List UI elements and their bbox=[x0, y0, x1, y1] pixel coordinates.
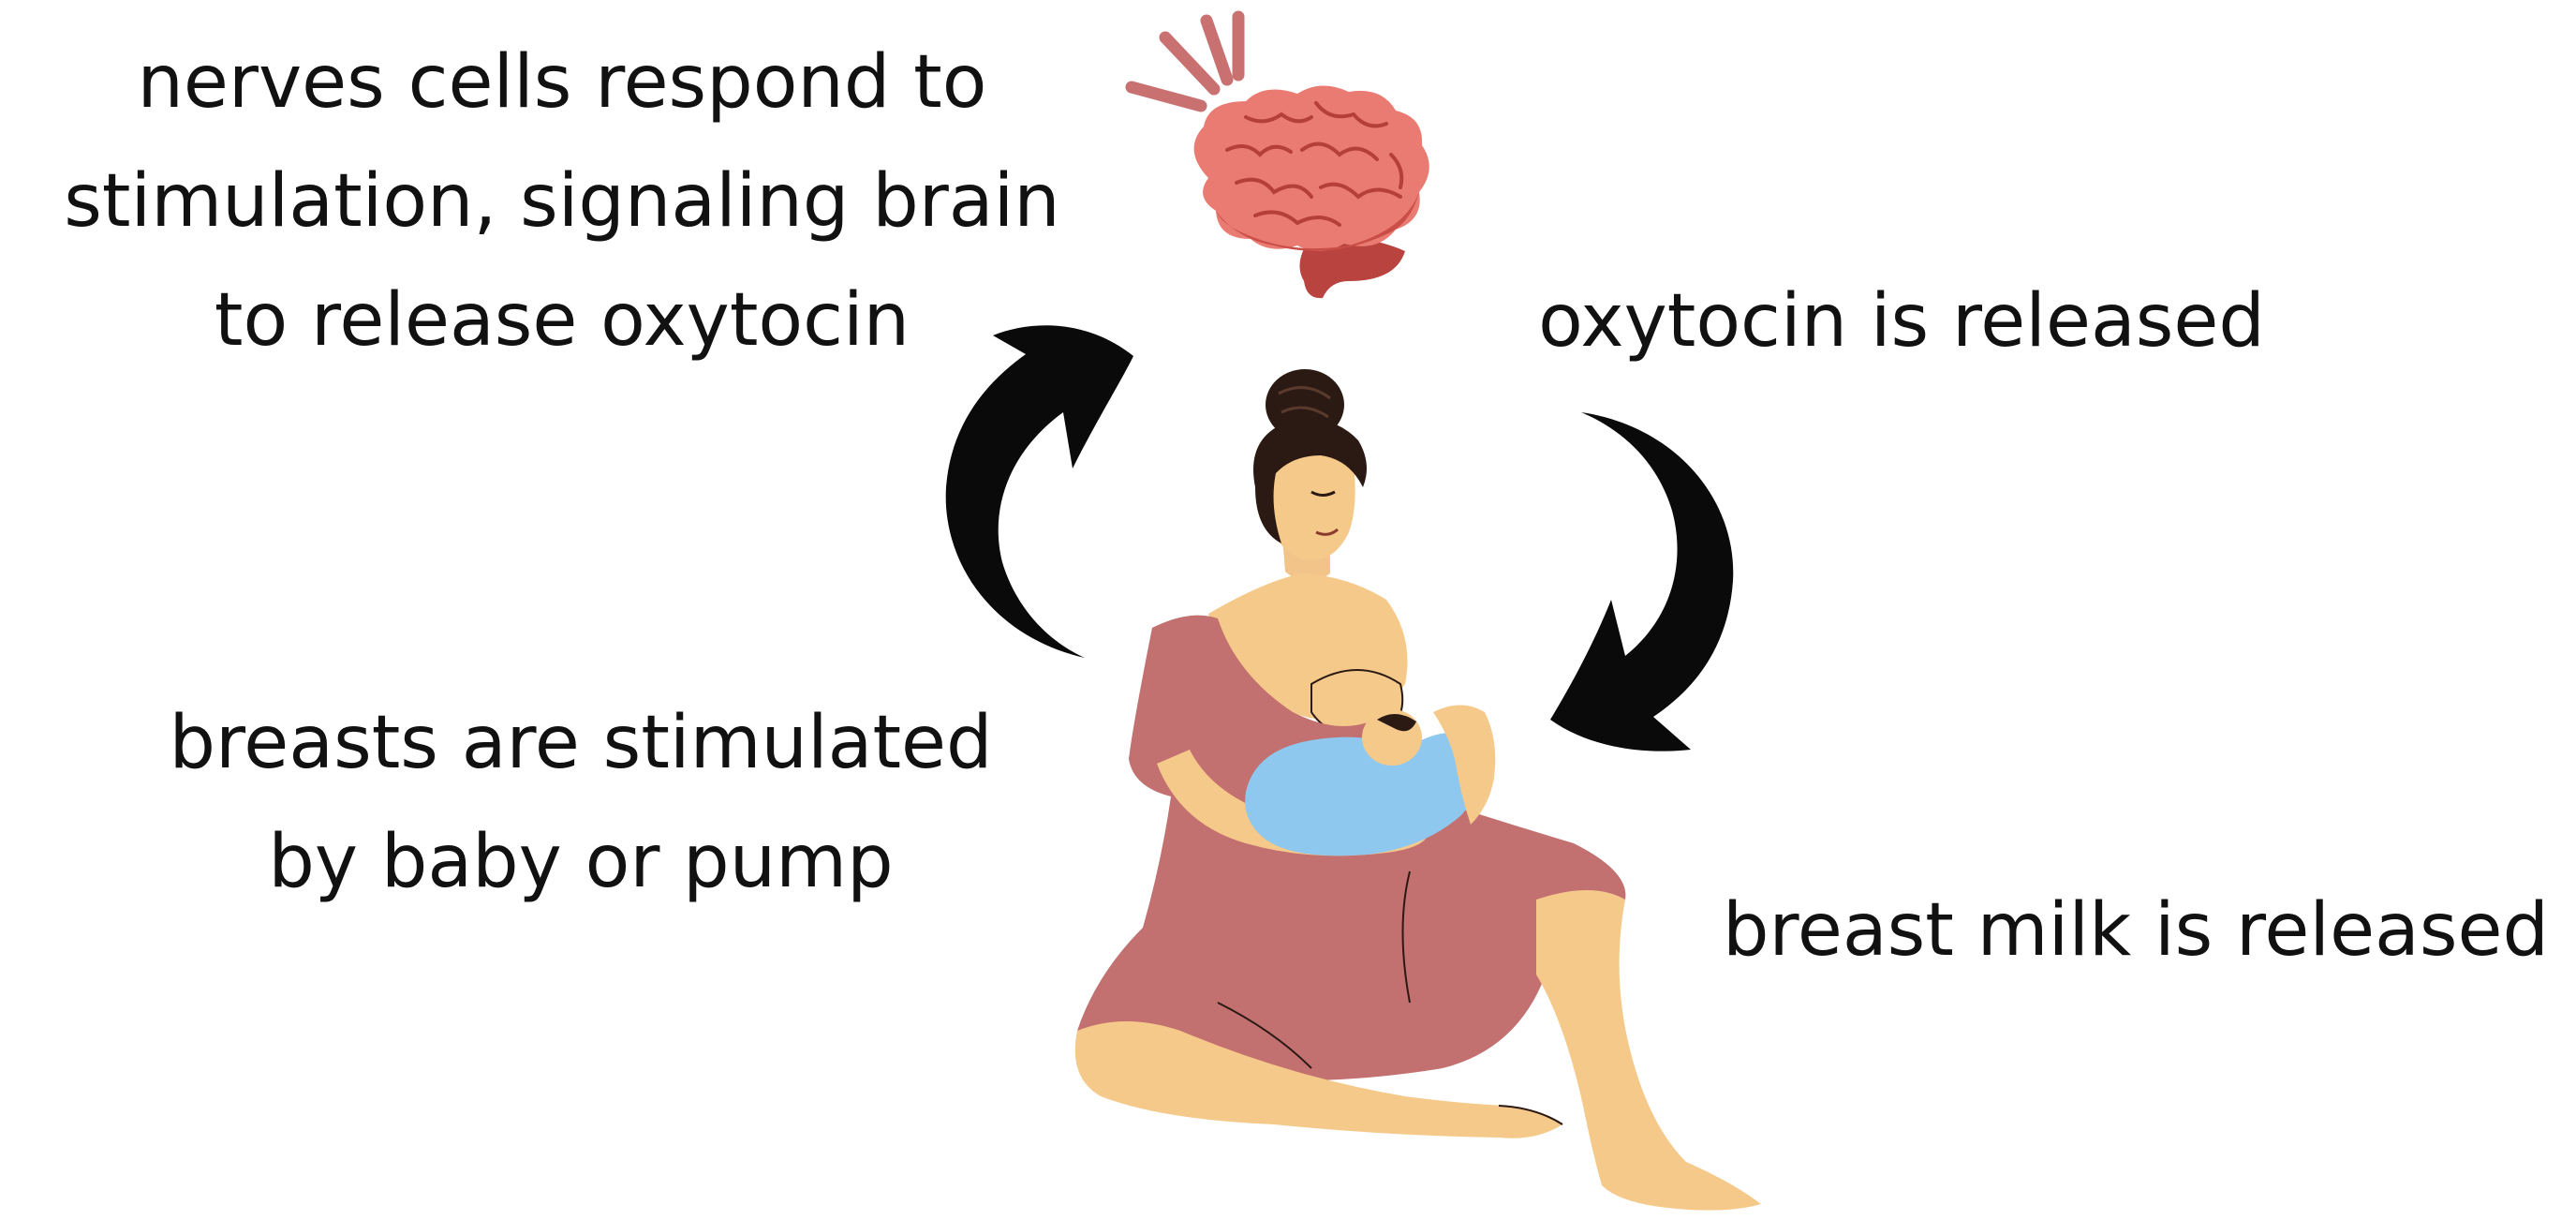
step-nerve-signal-line: to release oxytocin bbox=[0, 261, 1124, 380]
step-oxytocin-release-label: oxytocin is released bbox=[1480, 262, 2323, 381]
step-milk-release-line: breast milk is released bbox=[1695, 871, 2576, 990]
step-milk-release-label: breast milk is released bbox=[1695, 871, 2576, 990]
step-oxytocin-release-line: oxytocin is released bbox=[1480, 262, 2323, 381]
step-stimulation-line: by baby or pump bbox=[112, 803, 1049, 922]
step-nerve-signal-line: nerves cells respond to bbox=[0, 23, 1124, 142]
step-stimulation-label: breasts are stimulated by baby or pump bbox=[112, 684, 1049, 922]
step-nerve-signal-line: stimulation, signaling brain bbox=[0, 142, 1124, 261]
brain-icon bbox=[1132, 17, 1429, 298]
step-nerve-signal-label: nerves cells respond to stimulation, sig… bbox=[0, 23, 1124, 380]
nursing-mother-illustration bbox=[1075, 369, 1761, 1211]
step-stimulation-line: breasts are stimulated bbox=[112, 684, 1049, 803]
curved-arrow-down-icon bbox=[1550, 412, 1733, 751]
